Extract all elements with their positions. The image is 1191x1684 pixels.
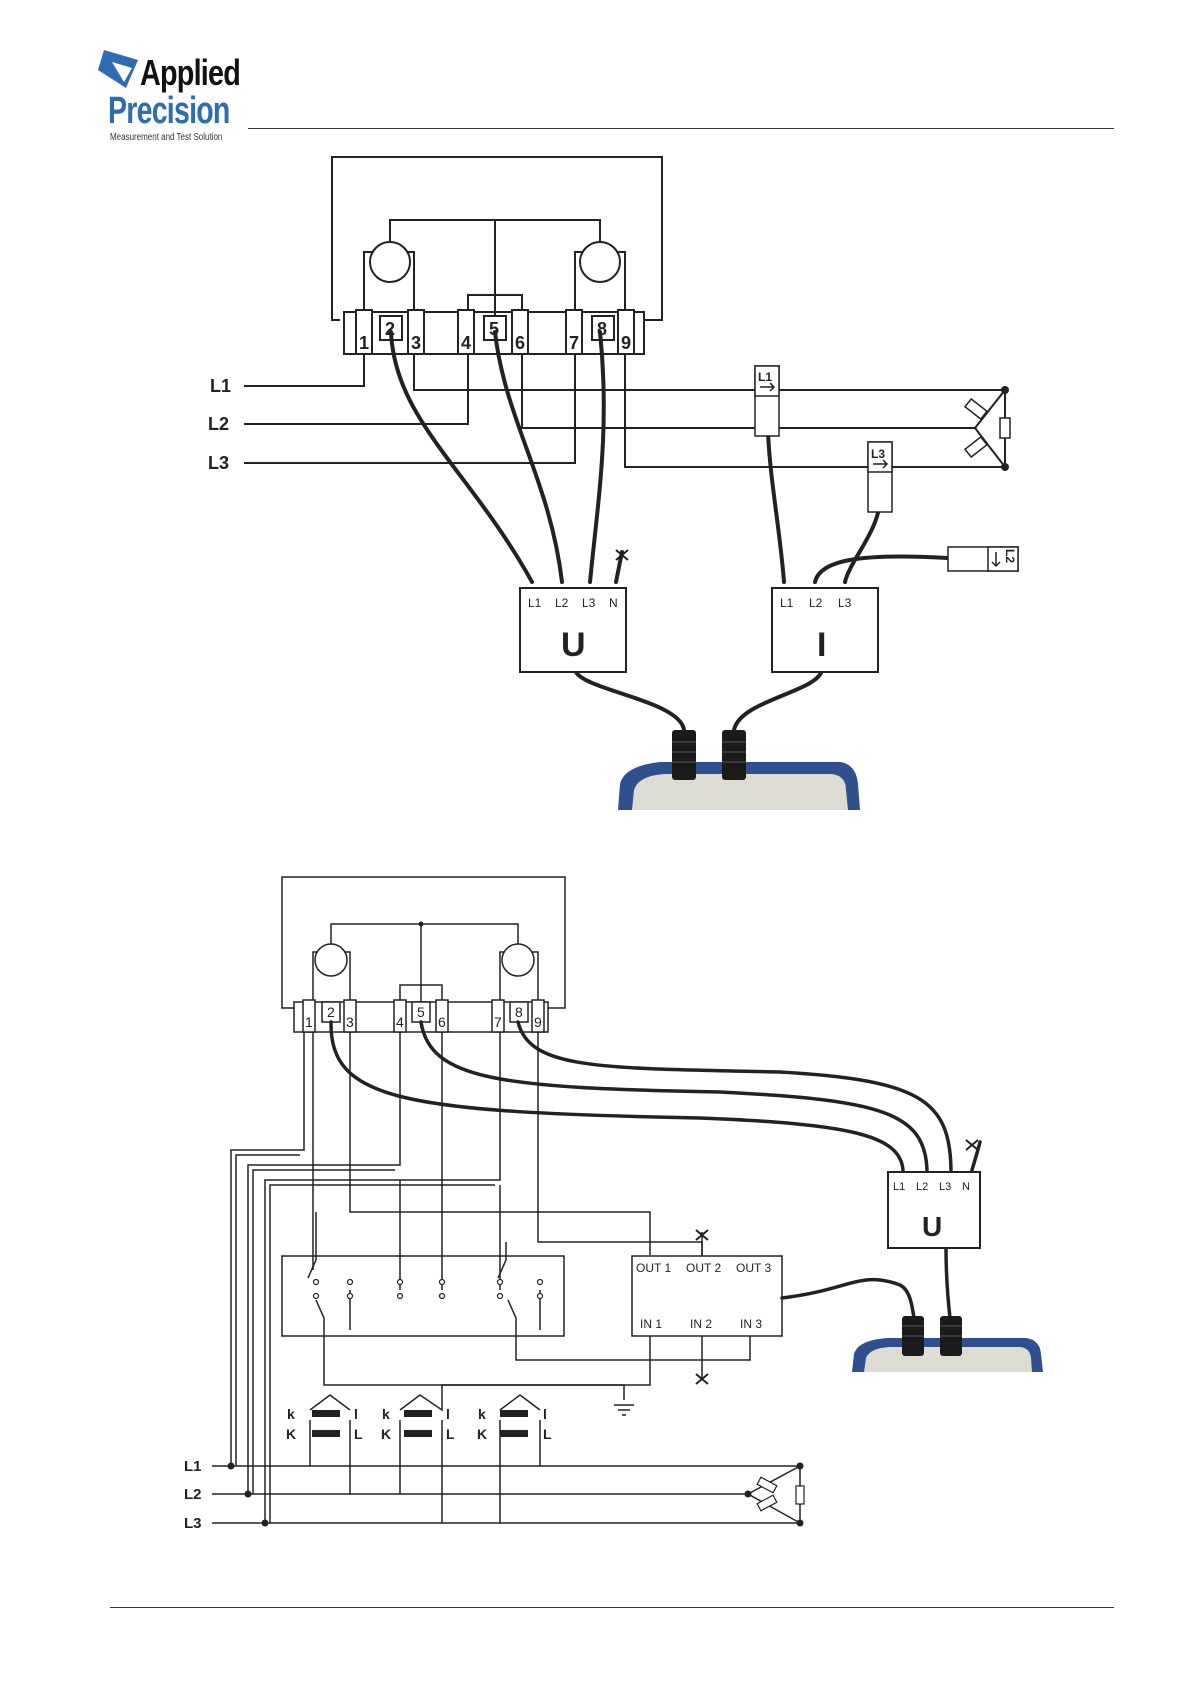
d2-terminal-8: 8: [515, 1004, 523, 1020]
d2-u-input-n: N: [962, 1181, 970, 1193]
d2-ct2-l-large: L: [446, 1426, 455, 1442]
d2-terminal-6: 6: [438, 1014, 446, 1030]
d2-in3-label: IN 3: [740, 1317, 762, 1331]
d2-ct3-k-small: k: [478, 1406, 486, 1422]
d2-terminal-5: 5: [417, 1004, 425, 1020]
d2-terminal-3: 3: [346, 1014, 354, 1030]
d2-ct3-k-large: K: [477, 1426, 487, 1442]
d2-terminal-7: 7: [494, 1014, 502, 1030]
d2-ct3-l-small: l: [543, 1406, 547, 1422]
d2-u-input-l2: L2: [916, 1181, 928, 1193]
d2-terminal-4: 4: [396, 1014, 404, 1030]
d2-ct2-k-small: k: [382, 1406, 390, 1422]
d2-u-box-label: U: [922, 1211, 942, 1242]
d2-u-input-l1: L1: [893, 1181, 905, 1193]
d2-terminal-1: 1: [305, 1014, 313, 1030]
d2-ct1-l-large: L: [354, 1426, 363, 1442]
d2-terminal-2: 2: [327, 1004, 335, 1020]
d2-ct1-l-small: l: [354, 1406, 358, 1422]
d2-out3-label: OUT 3: [736, 1261, 771, 1275]
d2-terminal-9: 9: [534, 1014, 542, 1030]
d2-ct3-l-large: L: [543, 1426, 552, 1442]
d2-out2-label: OUT 2: [686, 1261, 721, 1275]
d2-out1-label: OUT 1: [636, 1261, 671, 1275]
d2-u-input-l3: L3: [939, 1181, 951, 1193]
d2-in1-label: IN 1: [640, 1317, 662, 1331]
d2-in2-label: IN 2: [690, 1317, 712, 1331]
footer-rule: [110, 1607, 1114, 1608]
d2-ct1-k-small: k: [287, 1406, 295, 1422]
d2-line-label-l1: L1: [184, 1458, 202, 1475]
d2-ct2-k-large: K: [381, 1426, 391, 1442]
d2-line-label-l3: L3: [184, 1515, 202, 1532]
d2-ct1-k-large: K: [286, 1426, 296, 1442]
d2-ct2-l-small: l: [446, 1406, 450, 1422]
d2-line-label-l2: L2: [184, 1486, 202, 1503]
